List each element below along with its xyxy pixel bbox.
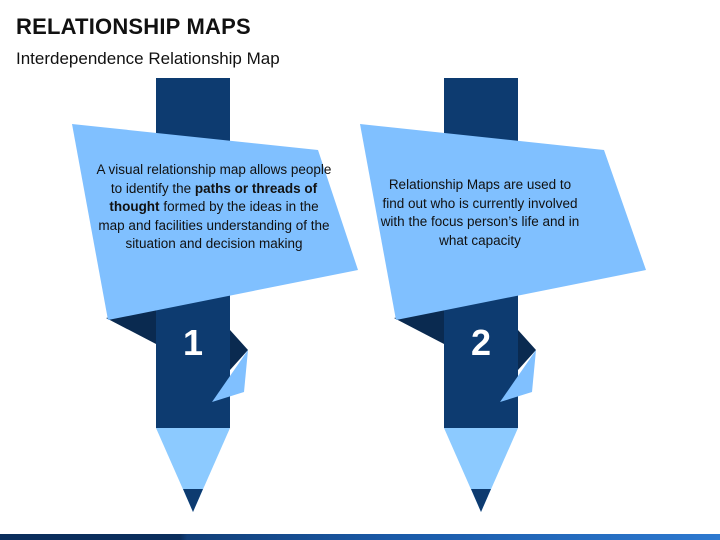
pencil-1-tip [156,428,230,512]
step-number-2: 2 [470,322,492,363]
card-1-text-tail: formed by the ideas in the map and facil… [98,199,330,251]
pencil-2 [360,78,646,512]
pencil-1 [72,78,358,512]
card-2-banner [360,124,646,320]
page-title: RELATIONSHIP MAPS [16,14,251,39]
step-number-1: 1 [182,322,204,363]
card-1-text: A visual relationship map allows people … [96,161,332,254]
pencil-1-lead [183,489,203,512]
pencil-1-ribbon-tail [212,350,248,402]
pencil-2-ribbon-tail [500,350,536,402]
footer-bar [0,534,720,540]
card-2-text: Relationship Maps are used to find out w… [380,177,580,248]
page-subtitle: Interdependence Relationship Map [16,49,280,68]
pencil-2-lead [471,489,491,512]
pencil-2-fold-right [518,330,536,370]
pencil-2-tip [444,428,518,512]
card-1-text-plain: A visual relationship map allows people … [96,162,332,196]
card-1-banner [72,124,358,320]
card-1-text-bold: paths or threads of thought [109,180,318,215]
pencil-1-fold-right [230,330,248,370]
